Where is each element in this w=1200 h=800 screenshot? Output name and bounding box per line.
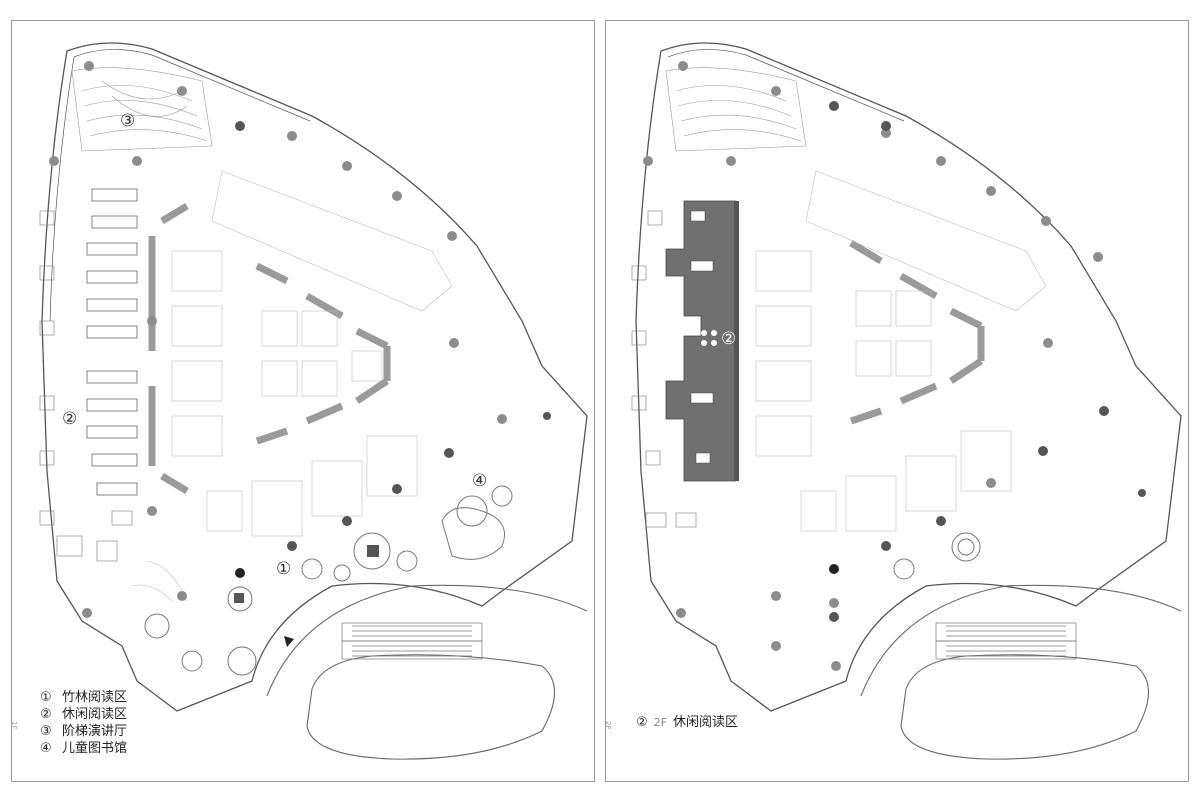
legend-2f: ② 2F 休闲阅读区 xyxy=(636,711,738,730)
floor-plan-1f-drawing xyxy=(39,42,588,760)
legend-item-label: 休闲阅读区 xyxy=(672,715,738,730)
area-marker-2: ② xyxy=(62,409,78,429)
sheet-tag-2f: 2F xyxy=(604,721,612,730)
legend-item-level: 2F xyxy=(653,716,667,729)
floor-plan-2f: ② ② 2F 休闲阅读区 2F xyxy=(604,20,1189,782)
sheet-tag-1f: 1F xyxy=(10,721,18,730)
area-marker-3: ③ xyxy=(120,111,136,131)
legend-item-num: ② xyxy=(636,715,648,730)
area-marker-1: ① xyxy=(276,559,292,579)
area-marker-2: ② xyxy=(721,329,737,349)
area-marker-4: ④ xyxy=(472,471,488,491)
floor-plan-2f-drawing xyxy=(631,42,1182,760)
